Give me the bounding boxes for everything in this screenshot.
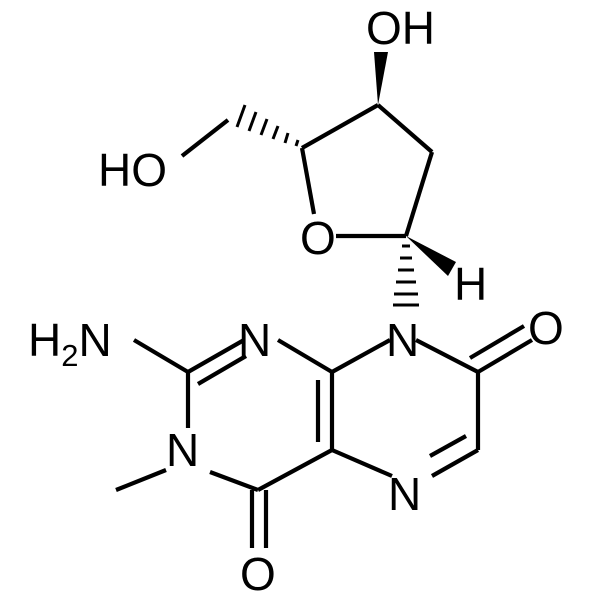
bond-n3-methyl <box>115 468 167 492</box>
amino-h: H <box>28 314 61 366</box>
atom-ho-left: HO <box>98 144 167 196</box>
bond-c6-n5-inner <box>428 434 468 458</box>
bond-n1-c8a <box>276 338 334 374</box>
atom-n1: N <box>238 314 271 366</box>
amino-subscript: 2 <box>61 338 78 373</box>
bond-c7-o-2 <box>468 324 526 360</box>
bond-c2p-n1-inner <box>196 354 248 386</box>
hash-c4-ch2 <box>235 104 300 147</box>
bond-c2p-n1-outer <box>186 338 246 374</box>
atom-n8: N <box>386 314 419 366</box>
atom-carbonyl-o-right: O <box>528 302 564 354</box>
bond-n5-c4a <box>331 448 393 478</box>
bond-c6-n5-outer <box>430 448 480 478</box>
bond-n3-c4 <box>209 470 259 492</box>
wedge-c3-oh <box>374 52 388 105</box>
amino-n: N <box>78 314 111 366</box>
bond-n8-c7 <box>415 338 479 374</box>
bond-c7-o-1 <box>476 338 534 374</box>
bonds <box>115 103 534 548</box>
bond-ch2-o <box>180 118 230 158</box>
atom-carbonyl-o-bottom: O <box>240 548 276 600</box>
bond-c4-c3 <box>300 103 380 150</box>
bond-c3-c2 <box>376 103 434 154</box>
atom-n3: N <box>166 424 199 476</box>
atom-n5: N <box>388 468 421 520</box>
bond-c4-c4a <box>257 448 333 492</box>
wedge-c1-h <box>406 236 456 276</box>
atom-oh-top: OH <box>366 2 435 54</box>
bond-nh2-c2p <box>132 338 190 374</box>
atom-ring-oxygen: O <box>300 212 336 264</box>
bond-c2-c1 <box>403 151 435 237</box>
atom-amino: H2N <box>28 314 112 373</box>
stereo-bonds <box>235 52 456 307</box>
atom-anomeric-h: H <box>454 258 487 310</box>
atom-labels: OH HO O H H2N N N O N N O <box>28 2 564 600</box>
bond-o-c4 <box>299 147 317 215</box>
bond-c8a-n8 <box>330 338 392 374</box>
hash-c1-n8 <box>393 244 419 307</box>
